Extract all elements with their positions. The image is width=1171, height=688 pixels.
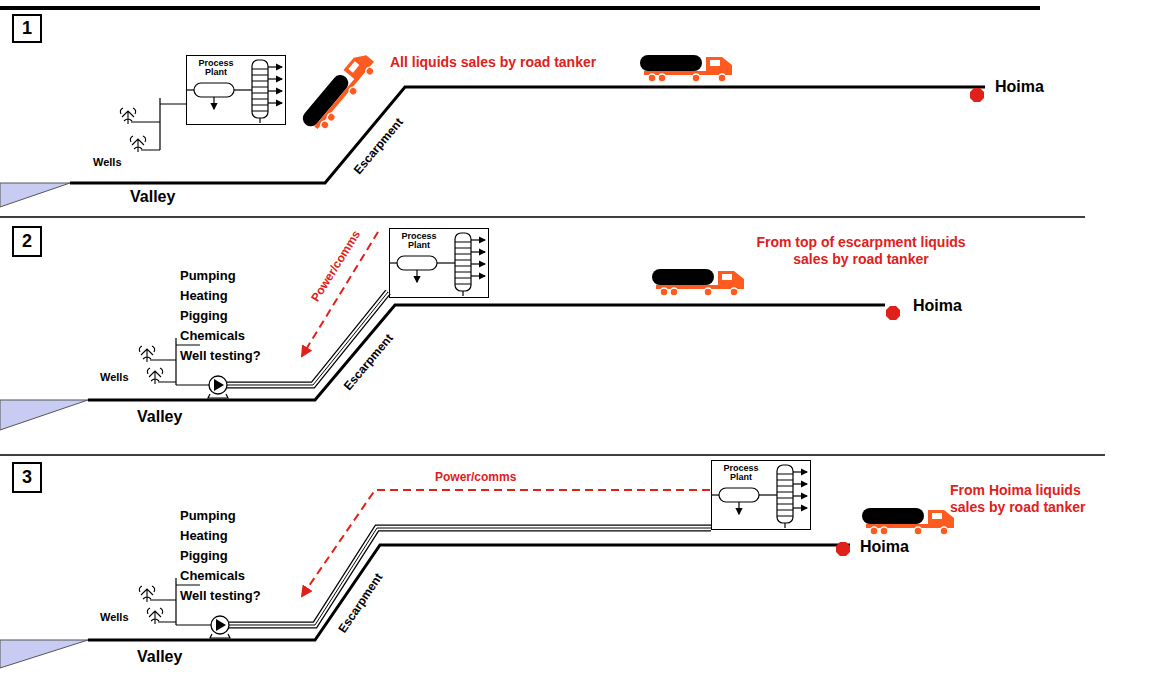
sales-note: From top of escarpment liquids sales by … — [745, 234, 977, 268]
wells-label: Wells — [93, 156, 122, 168]
place-name: Hoima — [995, 78, 1044, 96]
wells-label: Wells — [100, 611, 129, 623]
functions-list: Pumping Heating Pigging Chemicals Well t… — [180, 266, 270, 366]
process-plant-box: Process Plant — [186, 55, 286, 125]
panel-number: 3 — [22, 467, 32, 488]
panel-number-box: 1 — [12, 14, 42, 43]
power-comms-label: Power/comms — [435, 470, 516, 484]
panel-number-box: 3 — [12, 462, 42, 493]
functions-list: Pumping Heating Pigging Chemicals Well t… — [180, 506, 270, 606]
panel-number: 1 — [22, 18, 32, 39]
panel-number-box: 2 — [12, 226, 42, 257]
panel-number: 2 — [22, 231, 32, 252]
sales-note: From Hoima liquids sales by road tanker — [950, 482, 1118, 516]
valley-label: Valley — [137, 408, 182, 426]
place-name: Hoima — [860, 538, 909, 556]
power-comms-label: Power/comms — [309, 228, 364, 304]
plant-label: Process Plant — [715, 464, 767, 483]
process-plant-box: Process Plant — [711, 460, 811, 530]
process-plant-box: Process Plant — [389, 228, 489, 298]
valley-label: Valley — [130, 188, 175, 206]
valley-label: Valley — [137, 648, 182, 666]
wells-label: Wells — [100, 371, 129, 383]
plant-label: Process Plant — [393, 232, 445, 251]
place-name: Hoima — [913, 297, 962, 315]
plant-label: Process Plant — [190, 59, 242, 78]
sales-note: All liquids sales by road tanker — [390, 54, 596, 70]
slope-label: Escarpment — [351, 115, 406, 177]
